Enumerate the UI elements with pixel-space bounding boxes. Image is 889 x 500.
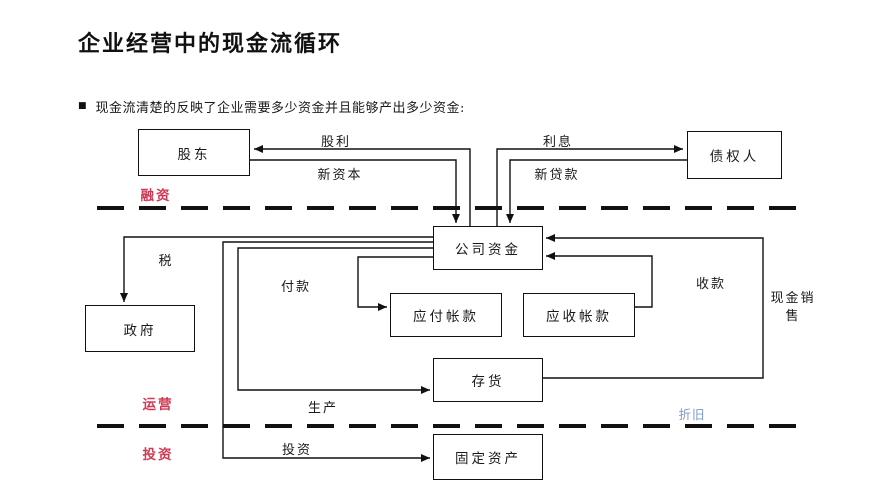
box-fixed-assets-label: 固定资产 [455,451,521,467]
depreciation-label: 折旧 [678,407,706,422]
interest-arrow [496,145,683,226]
bullet-row: ■ 现金流清楚的反映了企业需要多少资金并且能够产出多少资金: [78,97,465,116]
box-accounts-payable-label: 应付帐款 [413,309,479,325]
box-creditors-label: 债权人 [709,149,760,165]
payment-label: 付款 [280,280,312,295]
section-financing-label: 融资 [140,188,172,204]
collection-arrow [546,252,653,308]
page-title: 企业经营中的现金流循环 [78,31,343,57]
box-company-funds-label: 公司资金 [455,242,521,258]
box-inventory-label: 存货 [471,374,505,390]
new-capital-arrow [250,159,460,223]
cash-sales-arrow [543,234,764,379]
box-shareholders-label: 股东 [177,146,211,163]
box-accounts-receivable-label: 应收帐款 [546,309,612,325]
dividend-label: 股利 [320,135,352,150]
box-government: 政府 [85,305,195,352]
payment-arrow [357,256,433,311]
new-loan-arrow [506,159,687,223]
section-investing-label: 投资 [142,447,174,463]
new-capital-label: 新资本 [317,168,363,183]
box-accounts-receivable: 应收帐款 [523,293,635,337]
box-shareholders: 股东 [138,129,250,176]
box-accounts-payable: 应付帐款 [390,293,502,337]
interest-label: 利息 [542,135,574,150]
investment-arrow [222,241,433,462]
collection-label: 收款 [695,277,727,292]
dividend-arrow [254,145,471,226]
box-fixed-assets: 固定资产 [433,434,543,480]
new-loan-label: 新贷款 [534,168,580,183]
production-arrow [237,247,433,394]
bullet-square-icon: ■ [78,101,87,111]
production-label: 生产 [307,401,339,416]
tax-label: 税 [158,254,174,269]
box-creditors: 债权人 [687,131,782,179]
tax-arrow [120,236,433,302]
box-company-funds: 公司资金 [433,226,543,270]
cash-sales-label: 现金销售 [770,291,816,324]
section-operations-label: 运营 [142,397,174,413]
box-inventory: 存货 [433,358,543,402]
box-government-label: 政府 [123,322,157,339]
bullet-text: 现金流清楚的反映了企业需要多少资金并且能够产出多少资金: [95,101,465,116]
investment-flow-label: 投资 [281,443,313,458]
